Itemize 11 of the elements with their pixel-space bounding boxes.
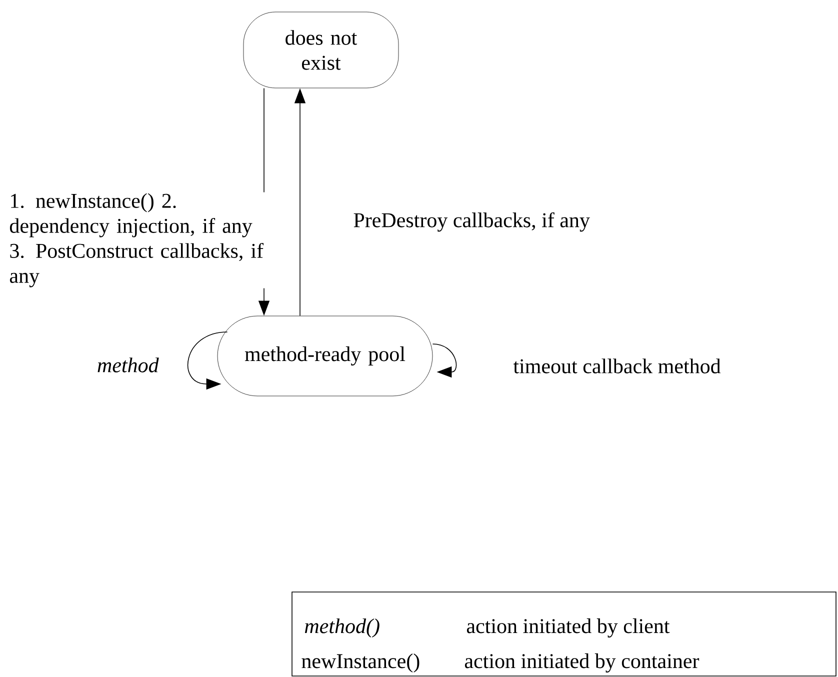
arrow (432, 344, 457, 378)
edge-label: timeout callback method (512, 358, 722, 374)
edge-label: 1. newInstance() 2. dependency injection, if any 3. PostConstruct callbacks, if any (8, 192, 280, 288)
state-box: method-ready pool (217, 316, 433, 396)
legend-text: newInstance() (302, 653, 420, 672)
state-box: does not exist (243, 12, 399, 88)
legend-text: action initiated by client (466, 618, 670, 638)
edge-label: method (96, 356, 160, 374)
edge-label: PreDestroy callbacks, if any (352, 211, 591, 233)
legend-text: method() (304, 618, 380, 638)
legend-text: action initiated by container (464, 653, 700, 673)
